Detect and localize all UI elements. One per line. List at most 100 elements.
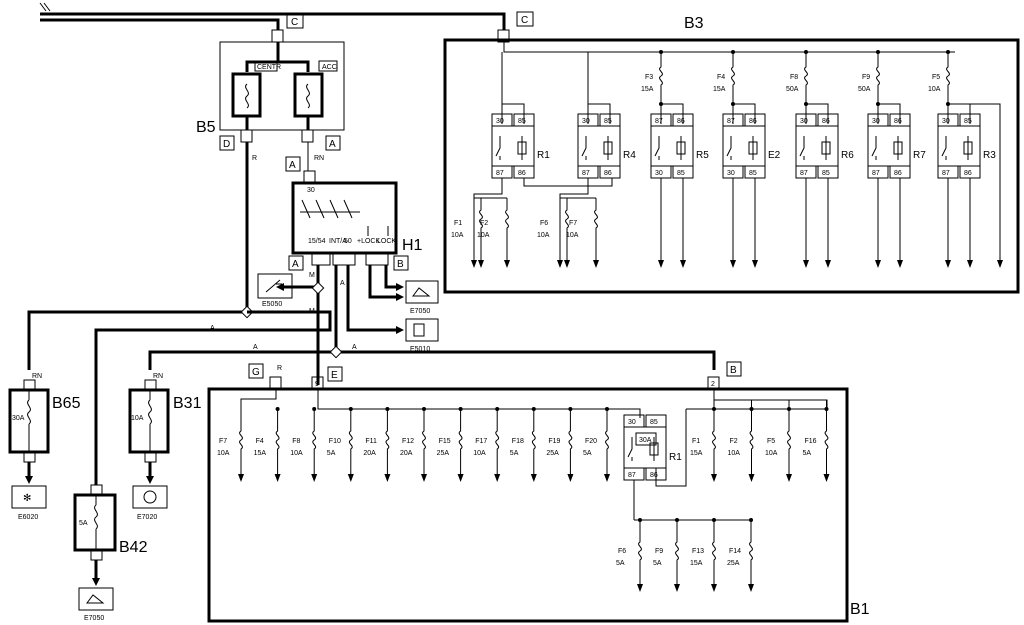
relay-R7 xyxy=(867,125,911,167)
snowflake-icon: ✻ xyxy=(23,493,31,504)
fuse-F17 xyxy=(495,420,500,460)
wire-arrow xyxy=(658,260,664,268)
relay-contact xyxy=(654,136,682,160)
relay-contact xyxy=(627,437,655,461)
wire-arrow xyxy=(711,474,717,482)
svg-text:E5010: E5010 xyxy=(410,346,430,353)
relay-name: R1 xyxy=(537,150,550,161)
relay-name: R1 xyxy=(669,452,682,463)
wire-arrow xyxy=(347,474,354,482)
relay-terminal xyxy=(937,113,959,127)
fuse-rating: 10A xyxy=(217,450,230,457)
wire xyxy=(878,103,901,124)
relay-contact xyxy=(726,136,754,160)
wire-arrow xyxy=(311,474,318,482)
component-e6020[interactable] xyxy=(11,485,47,509)
relay-pin-bottom-left: 87 xyxy=(800,170,808,177)
wire-arrow xyxy=(457,474,464,482)
component-e5010[interactable]: E5010 xyxy=(405,318,439,353)
wire-arrow xyxy=(421,474,427,482)
relay-terminal xyxy=(795,113,817,127)
relay-contact xyxy=(941,136,969,160)
b65-block: RN 30A B65 ✻ E6020 xyxy=(8,373,81,521)
component-e7050-top[interactable]: E7050 xyxy=(405,280,439,315)
relay-name: R7 xyxy=(913,150,926,161)
wire-arrow xyxy=(478,260,484,268)
fuse-F13 xyxy=(712,530,716,572)
fuse-rating: 25A xyxy=(437,450,450,457)
fuse-F7 xyxy=(594,198,598,240)
relay-pin-bottom-left: 87 xyxy=(628,472,636,479)
svg-text:R: R xyxy=(277,365,282,372)
fuse-name: F12 xyxy=(402,438,414,445)
svg-text:A: A xyxy=(210,325,215,332)
wire xyxy=(523,178,613,187)
b1-left-fuses: F710AF415AF810AF105AF1120AF1220AF1525AF1… xyxy=(217,407,610,482)
fuse-F7 xyxy=(239,420,243,460)
relay-coil xyxy=(748,141,758,155)
fuse-rating: 50A xyxy=(858,86,871,93)
fuse-name: F5 xyxy=(767,438,775,445)
b5-connector-d-label: D xyxy=(223,139,230,150)
relay-terminal xyxy=(599,165,621,179)
wire-arrow xyxy=(945,260,951,268)
relay-R1 xyxy=(623,426,667,469)
relay-pin-bottom-right: 86 xyxy=(964,170,972,177)
fuse-name: F1 xyxy=(692,438,700,445)
relay-R1 xyxy=(491,125,535,167)
fuse-centr xyxy=(231,72,262,118)
b3-connector-c xyxy=(516,11,534,27)
fuse-name: F9 xyxy=(655,548,663,555)
relay-pin-top-right: 85 xyxy=(964,118,972,125)
b3-connector-c-label: C xyxy=(521,15,528,26)
component-e7050-bottom[interactable] xyxy=(78,587,114,611)
svg-text:M: M xyxy=(309,272,315,279)
fuse-name: F15 xyxy=(439,438,451,445)
fuse-rating: 25A xyxy=(727,560,740,567)
b1-connector-e-label: E xyxy=(331,370,338,381)
b1-connector-g-label: G xyxy=(252,367,260,378)
relay-E2 xyxy=(722,125,766,167)
fuse-name: F11 xyxy=(365,438,377,445)
relay-pin-bottom-right: 85 xyxy=(749,170,757,177)
wire-arrow xyxy=(752,260,758,268)
relay-R5 xyxy=(650,125,694,167)
fuse-name: F19 xyxy=(548,438,560,445)
fuse-rating: 10A xyxy=(473,450,486,457)
fuse-rating: 10A xyxy=(290,450,303,457)
wire-arrow xyxy=(748,474,755,482)
b5-wire-r: R xyxy=(252,155,257,162)
component-e5050[interactable]: E5050 xyxy=(257,273,293,308)
distribution-wires: A A A xyxy=(27,305,716,485)
svg-text:30: 30 xyxy=(307,187,315,194)
b31-label: B31 xyxy=(173,395,202,412)
relay-pin-top-left: 30 xyxy=(582,118,590,125)
relay-fuse-rating: 30A xyxy=(639,437,652,444)
wire-arrow xyxy=(274,474,281,482)
relay-terminal xyxy=(744,113,766,127)
fuse-rating: 20A xyxy=(400,450,413,457)
relay-coil xyxy=(517,141,527,155)
relay-pin-top-left: 30 xyxy=(942,118,950,125)
fuse-centr-label: CENTR xyxy=(257,64,281,71)
fuse-name: F4 xyxy=(717,74,725,81)
relay-name: R4 xyxy=(623,150,636,161)
svg-text:30A: 30A xyxy=(12,415,25,422)
fuse-name: F14 xyxy=(729,548,741,555)
component-e7020[interactable] xyxy=(132,485,168,509)
svg-text:2: 2 xyxy=(711,381,715,388)
relay-R3 xyxy=(937,125,981,167)
fuse-F6 xyxy=(638,530,642,572)
fuse-F9 xyxy=(675,530,679,572)
relay-pin-bottom-left: 30 xyxy=(727,170,735,177)
wire-arrow xyxy=(786,474,792,482)
relay-pin-top-left: 30 xyxy=(800,118,808,125)
wire-arrow xyxy=(803,260,809,268)
svg-text:E5050: E5050 xyxy=(262,301,282,308)
relay-pin-bottom-right: 86 xyxy=(650,472,658,479)
fuse-rating: 15A xyxy=(641,86,654,93)
fuse-rating: 50A xyxy=(786,86,799,93)
relay-pin-bottom-right: 85 xyxy=(822,170,830,177)
fuse-name: F8 xyxy=(790,74,798,81)
